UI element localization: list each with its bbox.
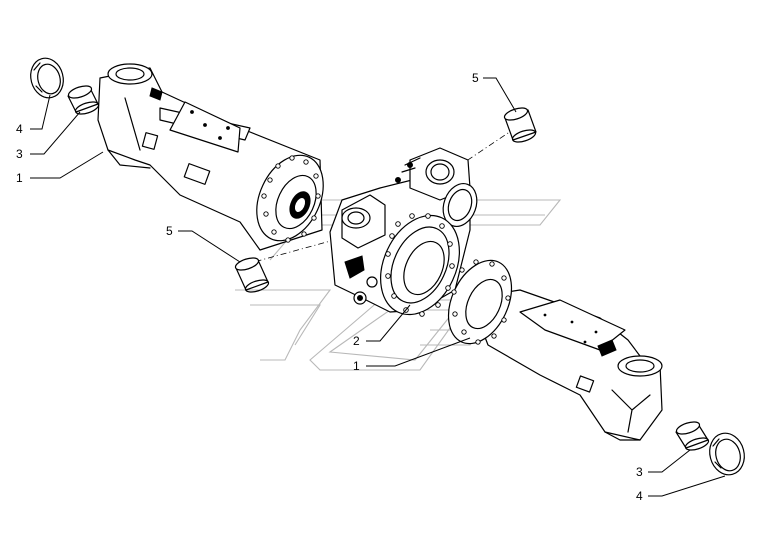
callout-4-right: 4 [636,489,643,503]
callout-3-right: 3 [636,465,643,479]
callout-labels: 4 3 1 5 5 2 1 3 4 [16,71,643,503]
left-bushing-3 [67,85,100,115]
callout-1-left: 1 [16,171,23,185]
callout-3-left: 3 [16,147,23,161]
right-axle-housing [447,259,663,441]
callout-5-top: 5 [472,71,479,85]
left-pin-5 [234,257,270,293]
callout-5-left: 5 [166,224,173,238]
center-differential-housing [329,147,478,317]
callout-4-left: 4 [16,122,23,136]
left-axle-housing [97,63,324,251]
top-pin-5 [503,107,537,143]
left-bearing-4 [30,57,64,99]
callout-leaders [30,77,726,497]
callout-1-center: 1 [353,359,360,373]
right-bushing-3 [675,421,710,451]
right-bearing-4 [709,432,745,476]
callout-2-center: 2 [353,334,360,348]
